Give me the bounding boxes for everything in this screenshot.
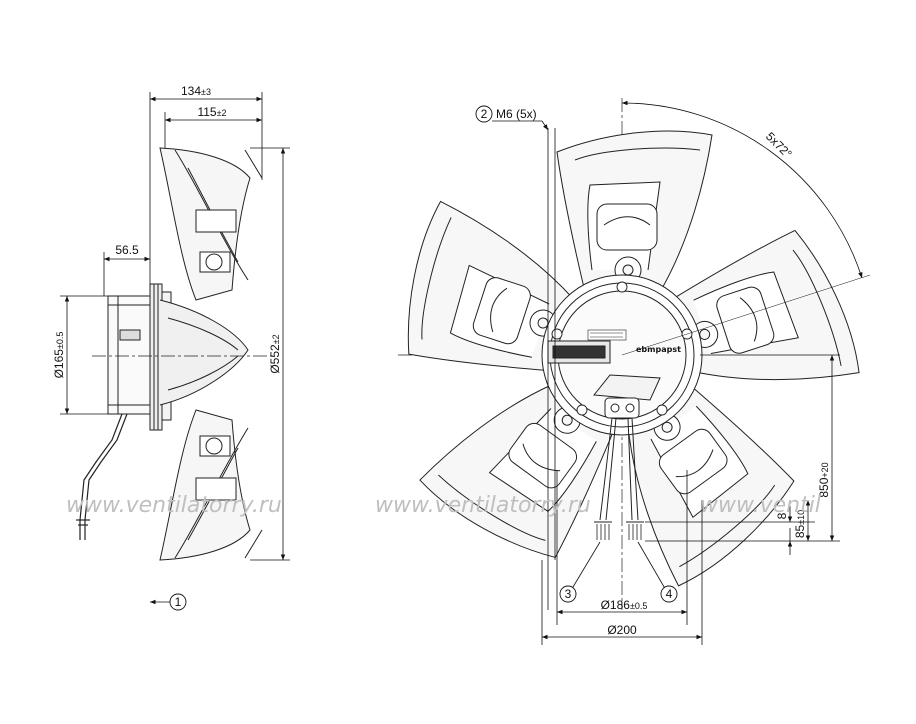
angle-label: 5x72° [763, 129, 795, 161]
dim-outer-dia: Ø552±2 [268, 334, 282, 373]
side-view [76, 147, 275, 561]
bolt-hole [656, 404, 668, 416]
bolt-hole [551, 328, 563, 340]
side-blades [159, 147, 263, 561]
side-dimensions [60, 92, 290, 561]
callout-1: 1 [150, 593, 187, 611]
dim-motor-dia: Ø165±0.5 [52, 332, 66, 379]
svg-text:1: 1 [175, 595, 182, 609]
bolt-hole [616, 281, 628, 293]
dim-depth-total: 134±3 [181, 84, 211, 98]
bolt-hole [576, 404, 588, 416]
blade [407, 200, 575, 372]
callout-3: 3 [559, 585, 577, 603]
dim-hub-dia: Ø200 [607, 623, 637, 637]
svg-text:3: 3 [565, 587, 572, 601]
watermark: www.ventil [700, 493, 821, 518]
callout-2: 2 [475, 105, 493, 123]
dim-bolt-circle: Ø186±0.5 [601, 598, 648, 612]
side-cable [76, 413, 128, 540]
mounting-bolts [551, 281, 693, 416]
dim-strip-length: 85±10 [793, 510, 807, 538]
dim-motor-depth: 56.5 [115, 243, 139, 257]
front-cables [594, 417, 644, 540]
blade [556, 130, 713, 293]
svg-text:4: 4 [666, 587, 673, 601]
svg-text:2: 2 [481, 107, 488, 121]
blade [627, 383, 795, 587]
watermark: www.ventilatorry.ru [66, 493, 282, 518]
thread-label: M6 (5x) [496, 107, 537, 121]
dim-strip-short: 8 [775, 512, 789, 519]
callout-4: 4 [660, 585, 678, 603]
watermark: www.ventilatorry.ru [375, 493, 591, 518]
brand-plate: ebmpapst [636, 345, 681, 354]
front-dimensions [492, 100, 871, 645]
dim-depth-blade: 115±2 [197, 105, 226, 119]
dim-cable-length: 850+20 [817, 462, 831, 497]
